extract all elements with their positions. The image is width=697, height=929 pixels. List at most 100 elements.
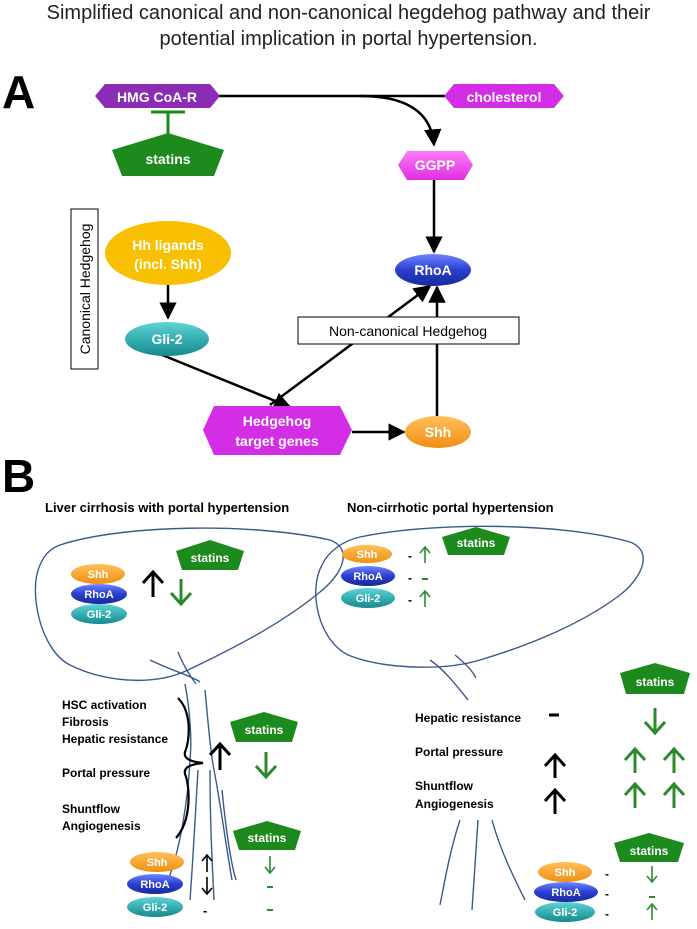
right-green-down-arrow-bottom [646,866,658,884]
left-dash-gli2: - [203,903,207,918]
right-gli2-pill-top [341,588,395,608]
hh-ligands-node: Hh ligands (incl. Shh) [105,221,231,285]
left-statins-label-top: statins [191,551,230,565]
right-gli2-pill-bottom [535,902,595,922]
left-gli2-pill-bottom [127,897,183,917]
arrow-hmg-to-ggpp [218,94,442,147]
shh-node-a: Shh [405,416,471,448]
panel-a-label: A [2,66,35,118]
right-dash-shh-bottom: - [605,867,609,881]
arrow-gli2-to-target [149,348,292,410]
figure-title-line-1: Simplified canonical and non-canonical h… [46,2,651,24]
left-up-arrow-mid [208,741,232,770]
left-gli2-label-bottom: Gli-2 [143,902,167,914]
left-heading: Liver cirrhosis with portal hypertension [45,500,289,515]
left-curly-brace [175,697,204,839]
right-rhoa-label-top: RhoA [353,571,382,583]
right-black-up-arrow-portal [543,752,567,778]
right-statins-mid [620,663,690,694]
left-liver-contents: Shh RhoA Gli-2 statins [71,540,244,624]
hh-ligands-line1: Hh ligands [132,237,204,253]
right-shh-pill-top [342,545,392,563]
cholesterol-node: cholesterol [444,84,564,108]
right-shh-label-bottom: Shh [555,867,576,879]
gli2-label-a: Gli-2 [151,331,182,347]
left-hsc-activation: HSC activation [62,698,147,712]
right-black-up-arrow-shunt [543,787,567,814]
panel-b-label: B [2,450,35,502]
right-bottom-section: statins Shh RhoA Gli-2 - - - [534,833,684,922]
hedgehog-target-genes-node: Hedgehog target genes [203,406,352,455]
left-up-arrow-top [141,569,165,597]
right-statins-label-bottom: statins [630,844,669,858]
right-green-up-arrow-bottom [646,902,658,920]
left-rhoa-pill-bottom [127,874,183,894]
right-dash-shh: - [408,549,412,563]
left-fibrosis: Fibrosis [62,715,109,729]
left-shuntflow: Shuntflow [62,802,121,816]
left-statins-label-mid: statins [245,723,284,737]
right-middle-section: statins Hepatic resistance Portal pressu… [415,663,690,814]
arrow-target-to-rhoa [269,284,432,407]
left-middle-section: HSC activation Fibrosis Hepatic resistan… [62,697,298,839]
figure-title: Simplified canonical and non-canonical h… [0,0,697,52]
right-hepatic-resistance: Hepatic resistance [415,711,521,725]
left-rhoa-label-top: RhoA [84,589,113,601]
left-gli2-label-top: Gli-2 [87,609,111,621]
left-down-arrow-small [201,877,213,896]
left-portal-pressure: Portal pressure [62,766,150,780]
left-shh-pill-top [71,564,125,584]
left-rhoa-pill-top [71,584,127,604]
statins-label-a: statins [145,151,190,167]
panel-a-arrows [149,94,448,441]
right-dash-gli2: - [408,593,412,607]
right-gli2-label-bottom: Gli-2 [553,907,577,919]
left-statins-bottom [233,821,301,850]
right-dash-rhoa: - [408,571,412,585]
right-statins-bottom [614,833,684,862]
ggpp-label: GGPP [415,157,455,173]
right-liver-contents: Shh RhoA Gli-2 - - - statins [341,527,510,608]
right-up-arrow-gli2 [419,589,431,607]
right-liver-outline [315,525,644,911]
right-shuntflow: Shuntflow [415,779,474,793]
left-angiogenesis: Angiogenesis [62,819,141,833]
left-gli2-pill-top [71,604,127,624]
left-statins-label-bottom: statins [248,831,287,845]
statins-node-a: statins [112,133,224,176]
right-portal-pressure: Portal pressure [415,745,503,759]
right-dash-gli2-bottom: - [605,907,609,921]
left-statins-mid [230,712,298,742]
left-up-arrow-small [201,853,213,872]
hmg-coa-r-node: HMG CoA-R [95,84,220,108]
right-green-down-arrow-resistance [643,708,667,736]
rhoa-node-a: RhoA [395,254,471,286]
noncanonical-hedgehog-label: Non-canonical Hedgehog [329,323,487,339]
noncanonical-hedgehog-box: Non-canonical Hedgehog [297,316,520,345]
right-dash-rhoa-bottom: - [605,887,609,901]
left-statins-top [176,540,244,570]
left-shh-pill-bottom [130,852,184,872]
target-genes-line2: target genes [235,433,318,449]
hh-ligands-line2: (incl. Shh) [134,256,202,272]
target-genes-line1: Hedgehog [243,413,311,429]
right-shh-label-top: Shh [357,549,378,561]
left-down-arrow-mid [254,752,278,780]
hmg-coa-r-label: HMG CoA-R [117,89,197,105]
left-shh-label-top: Shh [88,569,109,581]
left-bottom-section: statins Shh RhoA Gli-2 - [127,821,301,918]
right-rhoa-pill-bottom [534,882,598,902]
rhoa-label-a: RhoA [414,262,451,278]
right-rhoa-pill-top [341,566,395,586]
ggpp-node: GGPP [398,151,473,180]
left-down-arrow-small-green [264,856,276,875]
right-rhoa-label-bottom: RhoA [551,887,580,899]
right-shh-pill-bottom [538,862,592,882]
shh-label-a: Shh [425,424,451,440]
right-heading: Non-cirrhotic portal hypertension [347,500,554,515]
left-shh-label-bottom: Shh [147,857,168,869]
right-statins-label-top: statins [457,536,496,550]
right-green-up-arrows-shunt [623,781,686,808]
right-gli2-label-top: Gli-2 [356,593,380,605]
